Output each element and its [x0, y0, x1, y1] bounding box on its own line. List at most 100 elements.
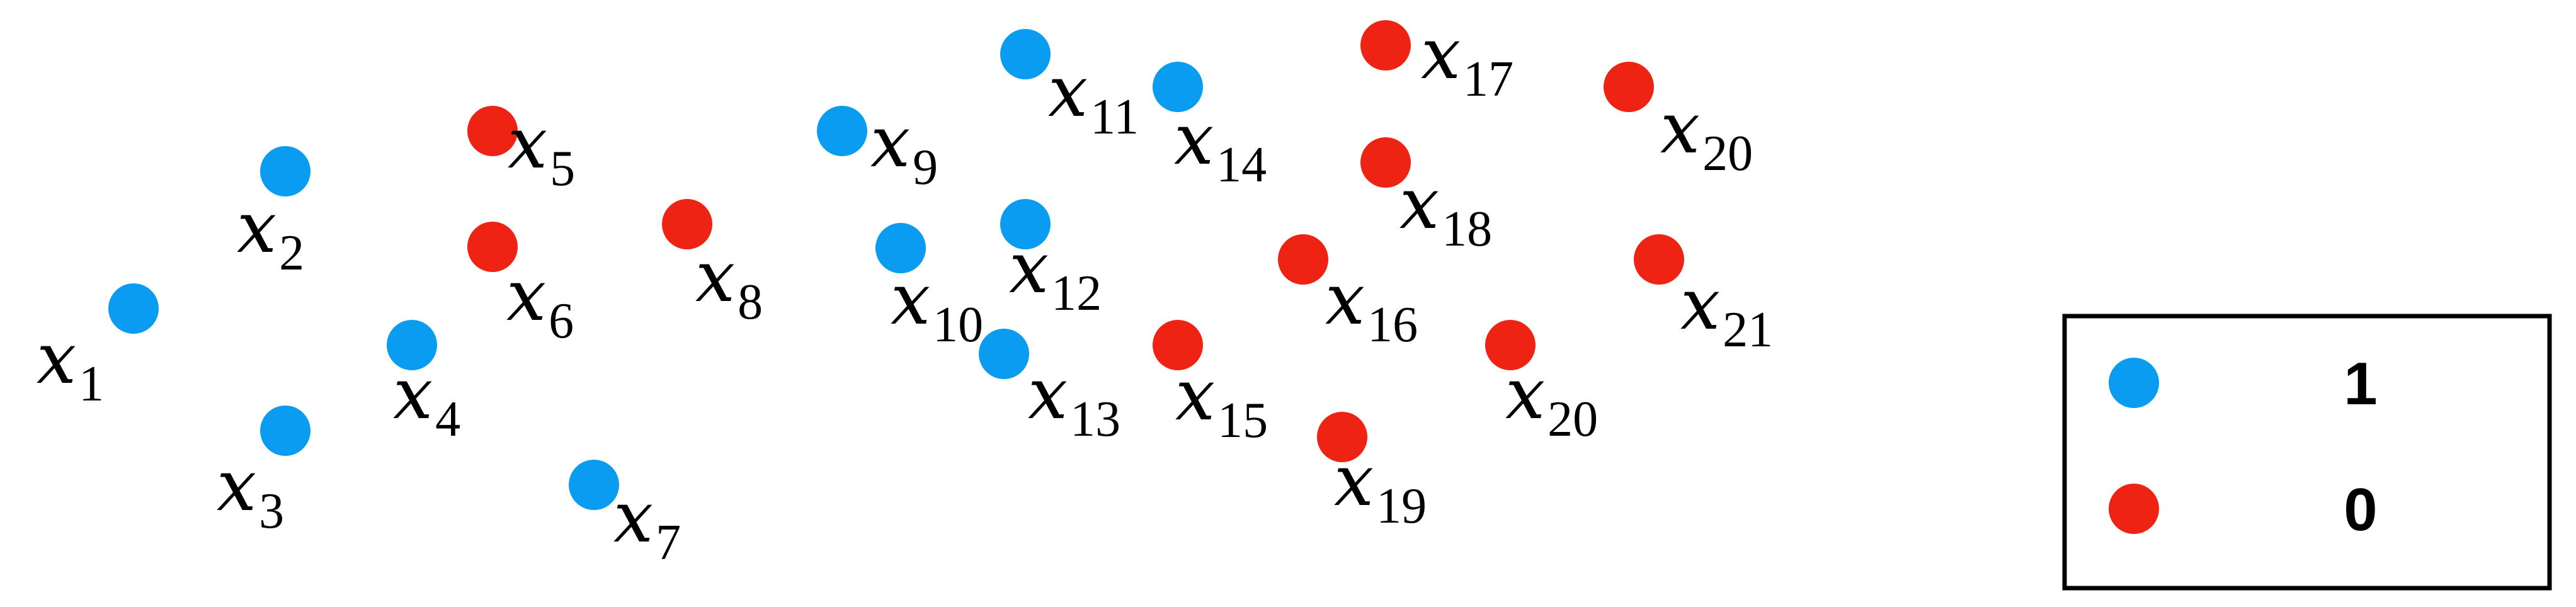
point-label-subscript: 6: [549, 293, 574, 349]
data-point: x12: [1000, 199, 1102, 321]
point-dot-class-0: [1485, 320, 1536, 370]
point-label: x17: [1421, 13, 1513, 107]
point-label-variable: x: [237, 187, 276, 269]
data-point: x21: [1634, 234, 1773, 358]
point-label-subscript: 10: [933, 297, 983, 353]
point-label-variable: x: [1399, 163, 1439, 245]
point-label-variable: x: [695, 236, 735, 318]
point-dot-class-1: [875, 223, 926, 273]
point-label-variable: x: [1325, 259, 1365, 341]
data-point: x1: [37, 283, 159, 412]
point-label-subscript: 20: [1702, 126, 1753, 181]
point-label: x13: [1028, 353, 1120, 447]
point-label-variable: x: [1505, 353, 1545, 435]
point-label-variable: x: [1680, 264, 1720, 346]
point-label-subscript: 7: [656, 515, 681, 570]
point-dot-class-0: [1634, 234, 1684, 285]
point-dot-class-1: [260, 146, 311, 196]
point-label: x15: [1175, 355, 1268, 448]
point-label: x11: [1048, 51, 1139, 145]
data-point: x3: [217, 406, 311, 539]
data-point: x15: [1153, 320, 1268, 448]
data-point: x16: [1278, 234, 1418, 353]
point-label: x9: [870, 101, 938, 195]
point-label-subscript: 20: [1547, 392, 1598, 447]
data-point: x4: [387, 320, 460, 447]
data-point: x17: [1360, 13, 1513, 107]
point-label-variable: x: [1174, 99, 1214, 181]
point-label: x3: [217, 445, 284, 539]
point-label: x18: [1399, 163, 1492, 257]
point-dot-class-1: [387, 320, 437, 370]
point-label-variable: x: [37, 318, 76, 400]
point-label-variable: x: [613, 477, 653, 559]
point-label: x21: [1680, 264, 1773, 358]
legend-label-class-1: 1: [2344, 350, 2377, 417]
data-point: x18: [1360, 137, 1492, 257]
point-label-subscript: 9: [913, 140, 938, 195]
legend-box: [2062, 314, 2552, 591]
data-point: x20: [1485, 320, 1598, 447]
data-point: x14: [1153, 62, 1267, 193]
point-dot-class-1: [1153, 62, 1203, 112]
point-label-subscript: 4: [435, 392, 460, 447]
point-dot-class-0: [1317, 412, 1367, 462]
legend-swatch-class-1: [2109, 358, 2159, 408]
data-point: x2: [237, 146, 311, 281]
point-label: x1: [37, 318, 104, 412]
point-label-variable: x: [508, 103, 547, 184]
points-layer: x1x2x3x4x5x6x7x8x9x10x11x12x13x14x15x16x…: [37, 13, 1773, 570]
point-label: x19: [1334, 440, 1427, 534]
point-dot-class-0: [1153, 320, 1203, 370]
point-dot-class-1: [569, 460, 619, 510]
point-label-subscript: 11: [1090, 89, 1139, 145]
legend: 10: [2062, 314, 2552, 591]
data-point: x20: [1604, 62, 1753, 181]
point-label-subscript: 17: [1463, 52, 1513, 107]
point-label-subscript: 8: [738, 275, 763, 330]
point-dot-class-0: [1604, 62, 1654, 112]
data-point: x11: [1000, 29, 1139, 145]
point-dot-class-1: [817, 106, 867, 156]
point-label-subscript: 5: [550, 141, 575, 196]
point-label: x16: [1325, 259, 1418, 353]
point-label-variable: x: [506, 255, 546, 337]
data-point: x13: [979, 329, 1120, 447]
point-label-variable: x: [1009, 227, 1049, 309]
point-label-subscript: 12: [1051, 266, 1102, 321]
point-dot-class-1: [108, 283, 159, 334]
legend-label-class-0: 0: [2344, 476, 2377, 543]
point-label-subscript: 13: [1070, 392, 1120, 447]
point-label-variable: x: [1048, 51, 1088, 133]
point-dot-class-0: [662, 199, 712, 249]
point-label-subscript: 1: [79, 356, 104, 412]
data-point: x6: [467, 222, 574, 349]
point-dot-class-0: [1360, 20, 1411, 71]
point-label: x5: [508, 103, 575, 196]
point-label-variable: x: [1175, 355, 1215, 436]
point-label: x20: [1505, 353, 1598, 447]
point-label-subscript: 21: [1723, 302, 1773, 358]
point-label: x2: [237, 187, 304, 281]
point-label: x20: [1660, 88, 1753, 181]
point-label-variable: x: [1660, 88, 1700, 169]
data-point: x10: [875, 223, 983, 353]
point-label-subscript: 2: [279, 225, 304, 281]
point-label-variable: x: [891, 259, 930, 341]
legend-swatch-class-0: [2109, 484, 2159, 534]
point-label-variable: x: [393, 353, 433, 435]
point-label-subscript: 19: [1376, 479, 1427, 534]
data-point: x5: [467, 103, 575, 196]
point-label-variable: x: [1334, 440, 1374, 522]
point-label-subscript: 16: [1367, 297, 1418, 353]
point-label-variable: x: [217, 445, 256, 527]
point-dot-class-0: [1278, 234, 1328, 285]
data-point: x19: [1317, 412, 1427, 534]
point-label-variable: x: [1421, 13, 1461, 95]
point-label-variable: x: [870, 101, 910, 183]
point-label: x14: [1174, 99, 1267, 193]
point-dot-class-1: [1000, 29, 1051, 79]
point-label: x10: [891, 259, 983, 353]
point-dot-class-0: [467, 222, 518, 272]
